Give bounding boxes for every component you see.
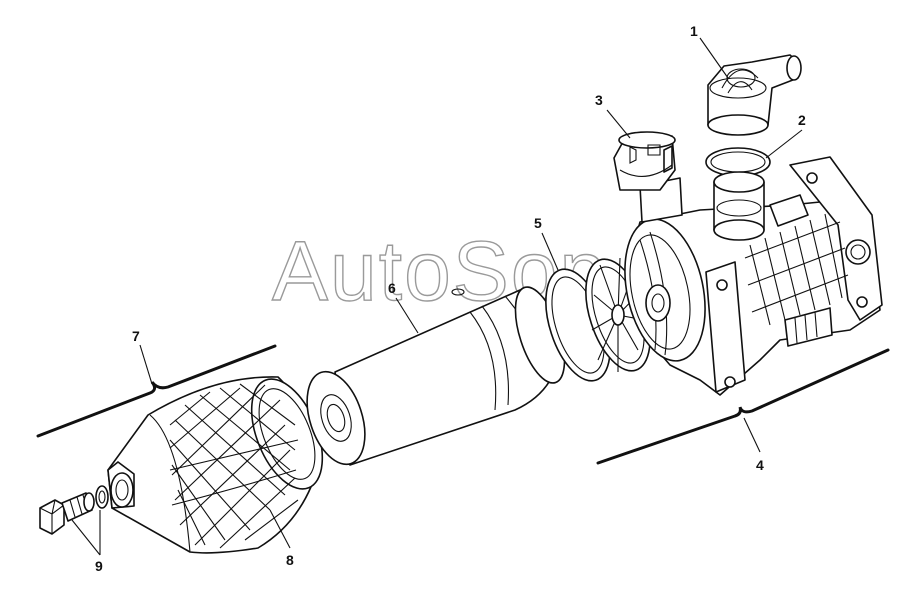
callout-1: 1 [690,23,698,39]
callout-4: 4 [756,457,764,473]
callout-7: 7 [132,328,140,344]
callout-8: 8 [286,552,294,568]
part-9-sealing-washer [95,485,109,509]
bracket-group-4 [596,348,890,465]
filter-bowl-crosshatch [169,383,299,549]
part-4-filter-head [624,156,883,396]
part-6-filter-cartridge [306,286,566,466]
leader-8 [269,509,291,549]
leader-7 [139,344,153,385]
callout-6: 6 [388,280,396,296]
leader-3 [606,109,631,139]
callout-9: 9 [95,558,103,574]
leader-6 [395,297,419,334]
leader-2 [765,129,803,159]
leader-5 [541,232,559,271]
callout-2: 2 [798,112,806,128]
watermark-text: AutoSop [272,224,608,318]
leader-9 [71,510,101,556]
part-2-pipe-stub [713,171,765,241]
callout-5: 5 [534,215,542,231]
part-9-drain-plug [39,492,95,535]
leader-lines [71,37,803,556]
leader-1 [699,37,729,79]
part-3-clamp-clip [613,131,676,191]
filter-head-fins [744,213,849,326]
part-2-o-ring [705,147,771,177]
leader-4 [743,417,761,453]
callout-3: 3 [595,92,603,108]
part-8-filter-bowl [107,376,324,554]
part-1-elbow-connector [707,54,802,136]
bracket-group-7 [36,344,277,438]
